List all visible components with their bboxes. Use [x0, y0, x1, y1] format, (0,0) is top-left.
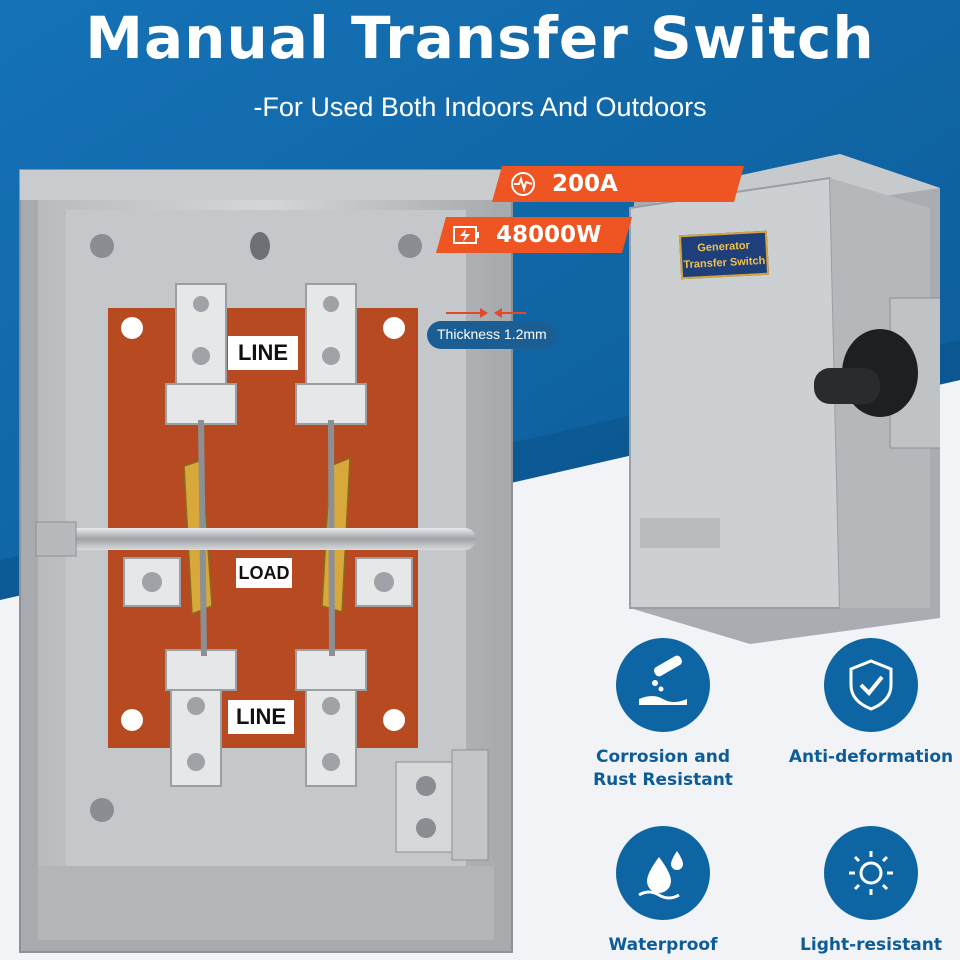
corrosion-icon: [616, 638, 710, 732]
pulse-icon: [508, 171, 538, 197]
line-label-bottom: LINE: [228, 700, 294, 734]
page-title: Manual Transfer Switch: [85, 4, 875, 72]
thickness-callout: Thickness 1.2mm: [427, 321, 557, 349]
line-label-top: LINE: [228, 336, 298, 370]
current-rating-badge: 200A: [492, 166, 744, 202]
feature-anti-deformation-label: Anti-deformation: [788, 747, 954, 767]
feature-light-resistant: Light-resistant: [776, 826, 960, 957]
feature-waterproof-label: Waterproof: [608, 935, 718, 955]
water-drops-icon: [616, 826, 710, 920]
load-label: LOAD: [236, 558, 292, 588]
feature-light-resistant-label: Light-resistant: [800, 935, 942, 955]
feature-waterproof: Waterproof: [568, 826, 758, 957]
shield-check-icon: [824, 638, 918, 732]
product-tag: Generator Transfer Switch: [678, 230, 770, 280]
feature-anti-deformation: Anti-deformation: [776, 638, 960, 769]
power-rating-text: 48000W: [496, 222, 602, 248]
power-rating-badge: 48000W: [436, 217, 632, 253]
sun-icon: [824, 826, 918, 920]
product-tag-line2: Transfer Switch: [683, 254, 766, 272]
thickness-arrows: [446, 308, 526, 318]
current-rating-text: 200A: [552, 171, 618, 197]
battery-charge-icon: [452, 222, 482, 248]
switch-enclosure-open: [19, 169, 513, 953]
switch-enclosure-closed: [629, 154, 940, 644]
page-subtitle: -For Used Both Indoors And Outdoors: [253, 92, 707, 122]
